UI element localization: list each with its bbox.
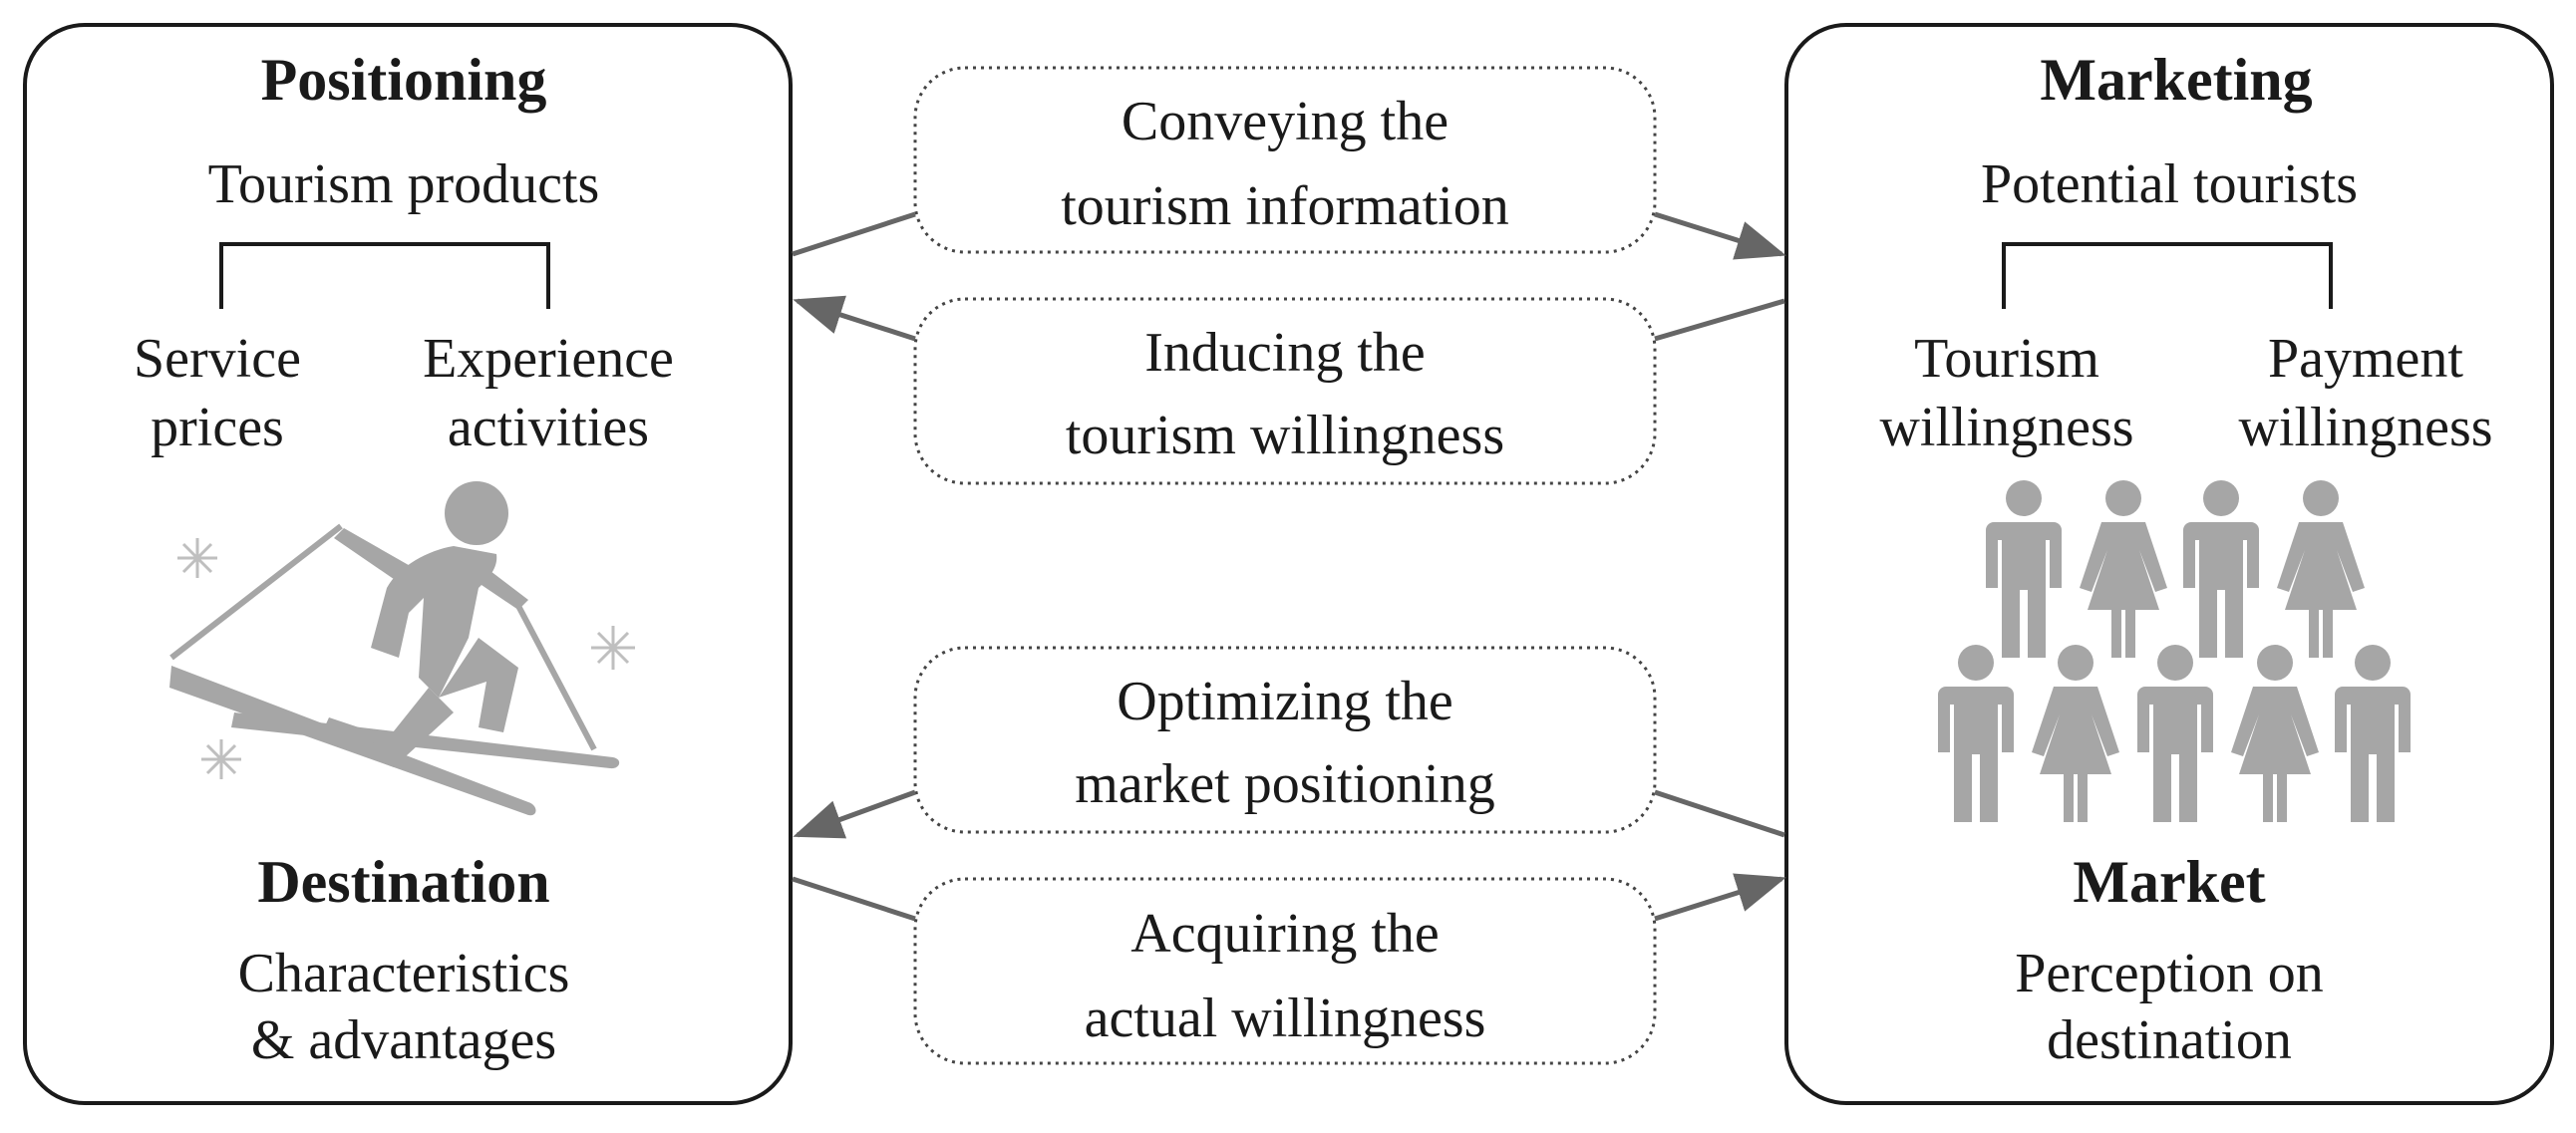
potential-tourists-label: Potential tourists	[1981, 153, 2358, 215]
right-box: Marketing Potential tourists Tourism wil…	[1784, 23, 2554, 1105]
arrow-2-tail	[1654, 298, 1785, 342]
flow-box-4-frame	[913, 877, 1657, 1065]
left-box-frame	[23, 23, 793, 1105]
people-group-icon	[1938, 480, 2411, 822]
flow-box-3: Optimizing the market positioning	[913, 646, 1657, 834]
flow-1-line1: Conveying the	[1122, 91, 1449, 152]
service-prices-label-line2: prices	[151, 397, 284, 458]
arrow-3-head	[793, 789, 916, 839]
flow-4-line2: actual willingness	[1085, 988, 1486, 1049]
characteristics-label-line1: Characteristics	[238, 943, 570, 1004]
tourism-willingness-label-line1: Tourism	[1914, 328, 2099, 390]
arrow-4-tail	[792, 876, 916, 922]
right-bracket	[2002, 242, 2333, 309]
flow-box-2-frame	[913, 297, 1657, 485]
positioning-title: Positioning	[261, 47, 547, 113]
flow-box-2: Inducing the tourism willingness	[913, 297, 1657, 485]
arrow-3-tail	[1654, 789, 1785, 838]
arrow-2-head	[793, 295, 916, 342]
flow-box-3-frame	[913, 646, 1657, 834]
payment-willingness-label-line1: Payment	[2268, 328, 2463, 390]
flow-2-line1: Inducing the	[1144, 322, 1425, 384]
experience-activities-label-line1: Experience	[423, 328, 674, 390]
tourism-products-label: Tourism products	[208, 153, 600, 215]
experience-activities-label-line2: activities	[448, 397, 649, 458]
skier-icon	[169, 481, 620, 816]
snowflake-icon	[177, 538, 635, 779]
destination-title: Destination	[257, 849, 549, 915]
payment-willingness-label-line2: willingness	[2238, 397, 2492, 458]
marketing-title: Marketing	[2040, 47, 2312, 113]
flow-3-line1: Optimizing the	[1117, 671, 1453, 732]
arrow-4-head	[1654, 873, 1786, 922]
characteristics-label-line2: & advantages	[251, 1009, 556, 1071]
tourism-willingness-label-line2: willingness	[1879, 397, 2133, 458]
market-title: Market	[2073, 849, 2265, 915]
left-bracket	[219, 242, 550, 309]
flow-box-4: Acquiring the actual willingness	[913, 877, 1657, 1065]
flow-2-line2: tourism willingness	[1066, 405, 1504, 466]
flow-1-line2: tourism information	[1061, 175, 1509, 237]
perception-label-line1: Perception on	[2015, 943, 2323, 1004]
service-prices-label-line1: Service	[134, 328, 301, 390]
flow-3-line2: market positioning	[1075, 753, 1495, 815]
flow-box-1: Conveying the tourism information	[913, 66, 1657, 254]
arrow-1-head	[1654, 211, 1786, 260]
perception-label-line2: destination	[2047, 1009, 2292, 1071]
right-box-frame	[1784, 23, 2554, 1105]
arrow-1-tail	[792, 211, 916, 257]
left-box: Positioning Tourism products Service pri…	[23, 23, 793, 1105]
flow-4-line1: Acquiring the	[1130, 903, 1439, 965]
flow-box-1-frame	[913, 66, 1657, 254]
